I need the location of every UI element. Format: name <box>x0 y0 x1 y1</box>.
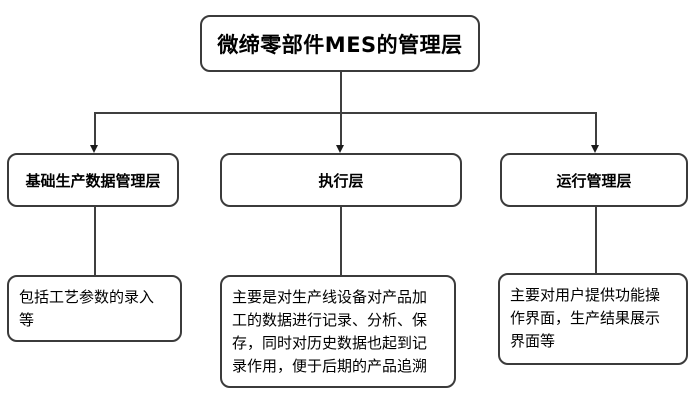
desc-line: 主要对用户提供功能操 <box>510 286 661 304</box>
desc-line: 界面等 <box>510 332 556 350</box>
flowchart-node-basic-production-data: 基础生产数据管理层 <box>7 153 179 207</box>
flowchart-node-operation-description: 主要对用户提供功能操 作界面，生产结果展示 界面等 <box>498 273 688 365</box>
connector-operation-to-desc <box>595 207 597 273</box>
layer-label: 基础生产数据管理层 <box>25 171 161 190</box>
connector-execution-to-desc <box>340 207 342 275</box>
desc-line: 主要是对生产线设备对产品加 <box>232 288 428 306</box>
connector-rail-to-operation <box>595 112 597 146</box>
desc-line: 等 <box>19 311 35 329</box>
desc-line: 存，同时对历史数据也起到记 <box>232 334 428 352</box>
arrowhead-down-icon <box>591 145 599 153</box>
flowchart-node-basic-data-description: 包括工艺参数的录入 等 <box>7 275 182 342</box>
connector-basic-data-to-desc <box>94 207 96 275</box>
flowchart-node-operation-management: 运行管理层 <box>500 153 688 207</box>
arrowhead-down-icon <box>336 145 344 153</box>
layer-label: 执行层 <box>318 171 364 190</box>
desc-line: 工的数据进行记录、分析、保 <box>232 311 428 329</box>
connector-title-to-execution <box>340 72 342 146</box>
desc-line: 包括工艺参数的录入 <box>19 288 155 306</box>
desc-line: 录作用，便于后期的产品追溯 <box>232 357 428 375</box>
arrowhead-down-icon <box>90 145 98 153</box>
flowchart-node-execution-description: 主要是对生产线设备对产品加 工的数据进行记录、分析、保 存，同时对历史数据也起到… <box>220 275 456 388</box>
title-label: 微缔零部件MES的管理层 <box>217 32 463 57</box>
layer-label: 运行管理层 <box>556 171 632 190</box>
flowchart-node-execution: 执行层 <box>220 153 462 207</box>
connector-rail-to-basic-data <box>94 112 96 146</box>
connector-horizontal-rail <box>94 112 596 114</box>
desc-line: 作界面，生产结果展示 <box>510 309 661 327</box>
flowchart-node-title: 微缔零部件MES的管理层 <box>200 15 480 72</box>
